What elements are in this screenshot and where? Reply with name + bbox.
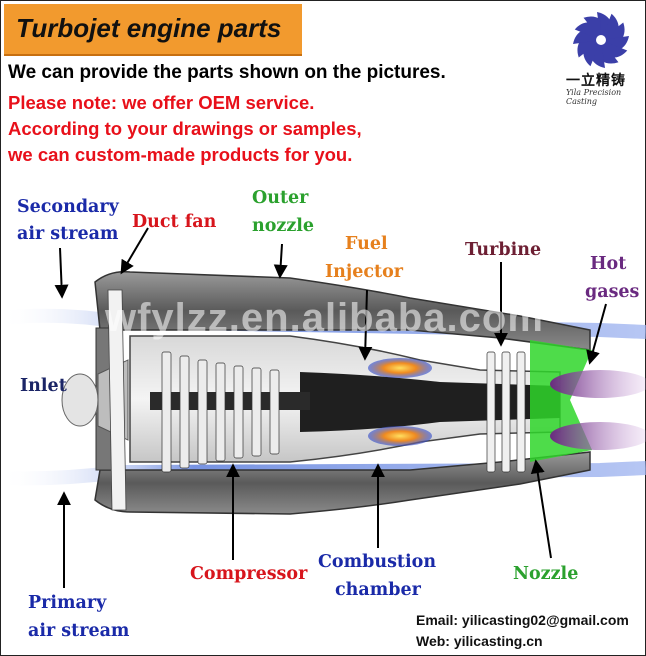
label-combustion-chamber-1: Combustion xyxy=(318,552,437,572)
label-nozzle: Nozzle xyxy=(513,564,579,584)
contact-email: Email: yilicasting02@gmail.com xyxy=(416,612,629,628)
label-hot-gases-2: gases xyxy=(585,282,640,302)
label-outer-nozzle-1: Outer xyxy=(252,188,309,208)
label-primary-air-stream-2: air stream xyxy=(28,621,130,641)
page-title: Turbojet engine parts xyxy=(16,13,282,43)
logo-chinese-name: 一立精铸 xyxy=(566,73,626,89)
contact-web: Web: yilicasting.cn xyxy=(416,633,543,649)
label-fuel-injector-2: Injector xyxy=(325,262,404,282)
label-inlet: Inlet xyxy=(20,376,67,396)
label-combustion-chamber-2: chamber xyxy=(335,580,421,600)
watermark-text: wfylzz.en.alibaba.com xyxy=(105,296,544,340)
label-compressor: Compressor xyxy=(190,564,308,584)
note-line-2: According to your drawings or samples, xyxy=(8,118,362,139)
label-secondary-air-stream-2: air stream xyxy=(17,224,119,244)
label-outer-nozzle-2: nozzle xyxy=(252,216,315,236)
note-line-3: we can custom-made products for you. xyxy=(8,144,353,165)
pinwheel-icon xyxy=(573,12,629,68)
label-turbine: Turbine xyxy=(465,240,542,260)
label-primary-air-stream-1: Primary xyxy=(28,593,107,613)
label-fuel-injector-1: Fuel xyxy=(345,234,388,254)
turbojet-diagram xyxy=(0,227,646,588)
label-duct-fan: Duct fan xyxy=(132,212,217,232)
label-secondary-air-stream-1: Secondary xyxy=(17,197,119,217)
label-hot-gases-1: Hot xyxy=(590,254,627,274)
intro-text: We can provide the parts shown on the pi… xyxy=(8,62,446,83)
logo-english-name: Yila Precision Casting xyxy=(566,88,622,106)
title-banner: Turbojet engine parts xyxy=(4,4,302,56)
note-line-1: Please note: we offer OEM service. xyxy=(8,92,315,113)
